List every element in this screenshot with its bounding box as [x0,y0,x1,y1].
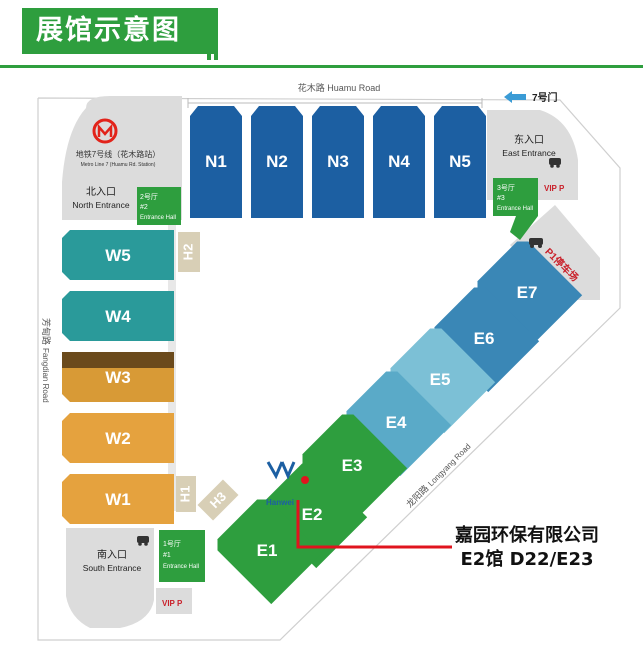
metro-en: Metro Line 7 (Huamu Rd. Station) [81,162,156,168]
hall-w1[interactable]: W1 [62,474,174,524]
entrance-hall-1-cn: 1号厅 [163,540,181,548]
vip-parking-south: VIP P [162,599,183,608]
booth-marker [301,476,309,484]
north-entrance-en: North Entrance [72,200,129,210]
exhibitor-logo-text: Hanwei [266,498,294,507]
callout-leader [296,500,452,549]
hall-n3[interactable]: N3 [312,106,364,218]
entrance-hall-3 [493,178,538,216]
header-tick [214,38,218,60]
hall-n4[interactable]: N4 [373,106,425,218]
hall-label: W2 [105,429,131,448]
south-entrance-cn: 南入口 [97,548,127,561]
connector-h1-label: H1 [177,486,192,503]
connector-h3: H3 [197,479,239,521]
entrance-hall-1-num: #1 [163,552,171,559]
entrance-hall-3-num: #3 [497,195,505,202]
hall-e3[interactable]: E3 [297,409,408,520]
header-underline [0,65,643,68]
hall-label: N4 [388,152,410,171]
entrance-hall-2-en: Entrance Hall [140,215,176,221]
hall-w2[interactable]: W2 [62,413,174,463]
exhibitor-logo: Hanwei [266,461,296,507]
hall-label: W4 [105,307,131,326]
hall-n2[interactable]: N2 [251,106,303,218]
hall-e7[interactable]: E7 [472,236,583,347]
hall-n5[interactable]: N5 [434,106,486,218]
entrance-hall-3-en: Entrance Hall [497,206,533,212]
hall-label: W3 [105,368,131,387]
entrance-hall-1 [159,530,205,582]
hall-w5[interactable]: W5 [62,230,174,280]
road-fangdian-en: Fangdian Road [41,348,50,403]
site-outline [37,97,621,641]
hall-n1[interactable]: N1 [190,106,242,218]
metro-logo-icon [92,118,118,144]
hall-label: W1 [105,490,131,509]
header-tick [207,44,211,60]
hall-label: E1 [257,541,278,560]
north-entrance-cn: 北入口 [86,186,116,198]
road-huamu: 花木路 Huamu Road [298,82,381,93]
hall-e4[interactable]: E4 [341,366,452,477]
entrance-hall-2-num: #2 [140,204,148,211]
connector-h2-label: H2 [180,244,195,261]
south-plaza [66,528,154,628]
hall-e5[interactable]: E5 [385,323,496,434]
south-entrance-en: South Entrance [83,563,142,573]
road-fangdian-cn: 芳甸路 [41,318,52,345]
hall-w3[interactable]: W3 [62,352,174,402]
taxi-icon-east [549,158,561,168]
entrance-hall-3-cn: 3号厅 [497,184,515,192]
connector-h2 [178,232,200,272]
hall-label: E7 [517,283,538,302]
east-entrance-en: East Entrance [502,148,556,158]
hall-e1[interactable]: E1 [212,494,323,605]
east-entrance-cn: 东入口 [514,133,544,146]
east-plaza [487,110,578,200]
hall-w4[interactable]: W4 [62,291,174,341]
vip-parking-east: VIP P [544,184,565,193]
map-title: 展馆示意图 [22,8,218,54]
hall-e2[interactable]: E2 [257,458,368,569]
entrance-hall-2-cn: 2号厅 [140,193,158,201]
hall-label: E2 [302,505,323,524]
hall-label: W5 [105,246,131,265]
entrance-hall-1-en: Entrance Hall [163,564,199,570]
taxi-icon-south [137,536,149,546]
hall-label: N1 [205,152,227,171]
gate-7-label: 7号门 [532,91,558,104]
hall-label: N2 [266,152,288,171]
gate-arrow-icon [504,91,526,103]
hall-label: E3 [342,456,363,475]
callout-company: 嘉园环保有限公司 [455,525,599,546]
entrance-hall-2 [137,187,181,225]
metro-cn: 地铁7号线（花木路站） [76,149,160,159]
north-hall-group: N1 N2 N3 N4 N5 [190,106,486,218]
parking-area [510,205,600,300]
connector-h1 [176,476,196,512]
hall-label: N3 [327,152,349,171]
car-icon [529,238,543,248]
hall-label: E4 [386,413,407,432]
hall-e6[interactable]: E6 [429,282,540,393]
hall-label: N5 [449,152,471,171]
hall-label: E6 [474,329,495,348]
booth-callout: 嘉园环保有限公司 E2馆 D22/E23 [455,524,599,572]
road-longyang-en: Longyang Road [426,442,472,488]
hall-label: E5 [430,370,451,389]
callout-booth: E2馆 D22/E23 [460,549,594,570]
